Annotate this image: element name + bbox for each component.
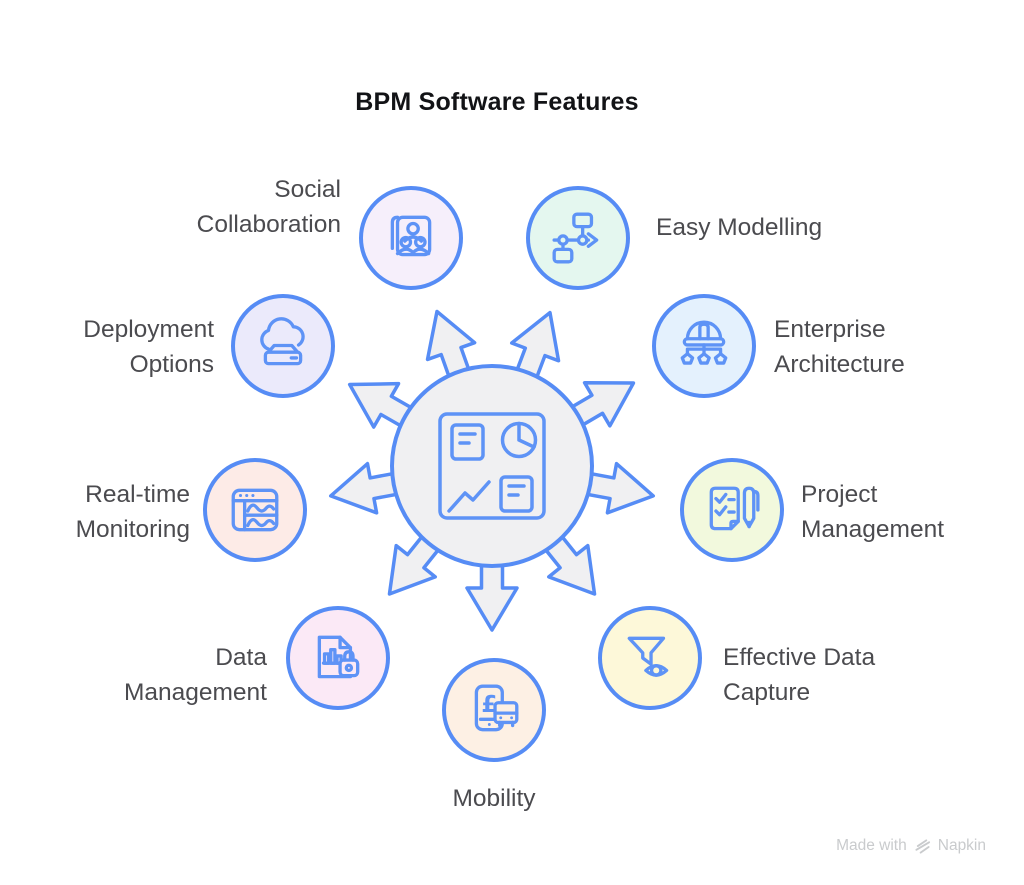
social-collaboration-label: Social Collaboration	[197, 172, 341, 242]
watermark-brand: Napkin	[937, 837, 986, 854]
label-line: Data	[215, 644, 267, 671]
dashboard-charts-icon	[438, 412, 546, 520]
label-line: Effective Data	[723, 644, 876, 671]
deployment-options-node	[231, 294, 335, 398]
central-hub	[302, 276, 682, 656]
document-lock-icon	[317, 635, 360, 679]
real-time-monitoring-node	[203, 458, 307, 562]
hub-circle	[390, 364, 594, 568]
project-management-node	[680, 458, 784, 562]
deployment-options-label: Deployment Options	[83, 312, 214, 382]
label-line: Monitoring	[75, 516, 190, 543]
enterprise-architecture-label: Enterprise Architecture	[774, 312, 905, 382]
label-line: Social	[274, 176, 341, 203]
label-line: Collaboration	[196, 211, 341, 238]
flowchart-icon	[552, 212, 599, 264]
hub-arrows-icon	[328, 309, 656, 632]
mobility-label: Mobility	[394, 781, 594, 816]
easy-modelling-label: Easy Modelling	[656, 210, 822, 245]
easy-modelling-node	[526, 186, 630, 290]
enterprise-architecture-node	[652, 294, 756, 398]
data-management-node	[286, 606, 390, 710]
label-line: Management	[801, 516, 945, 543]
label-line: Easy Modelling	[656, 214, 823, 241]
effective-data-capture-node	[598, 606, 702, 710]
watermark: Made with Napkin	[836, 837, 986, 855]
mobility-node: £	[442, 658, 546, 762]
napkin-logo-icon	[915, 838, 930, 854]
watermark-text: Made with	[836, 837, 907, 854]
hardhat-hierarchy-icon	[680, 320, 728, 365]
social-collaboration-node	[359, 186, 463, 290]
label-line: Enterprise	[774, 316, 886, 343]
label-line: Project	[801, 481, 878, 508]
effective-data-capture-label: Effective Data Capture	[723, 640, 875, 710]
svg-text:£: £	[481, 692, 497, 718]
funnel-eye-icon	[627, 636, 669, 677]
data-management-label: Data Management	[124, 640, 267, 710]
label-line: Options	[129, 351, 214, 378]
real-time-monitoring-label: Real-time Monitoring	[76, 477, 190, 547]
label-line: Management	[123, 679, 267, 706]
page-title: BPM Software Features	[355, 87, 639, 116]
label-line: Capture	[723, 679, 811, 706]
people-book-icon	[390, 215, 432, 257]
project-management-label: Project Management	[801, 477, 944, 547]
cloud-storage-icon	[260, 317, 305, 366]
label-line: Mobility	[452, 785, 536, 812]
window-waves-icon	[231, 488, 279, 532]
label-line: Real-time	[85, 481, 190, 508]
phone-currency-icon: £	[474, 684, 519, 732]
checklist-pen-icon	[709, 486, 760, 531]
label-line: Architecture	[774, 351, 905, 378]
label-line: Deployment	[83, 316, 214, 343]
